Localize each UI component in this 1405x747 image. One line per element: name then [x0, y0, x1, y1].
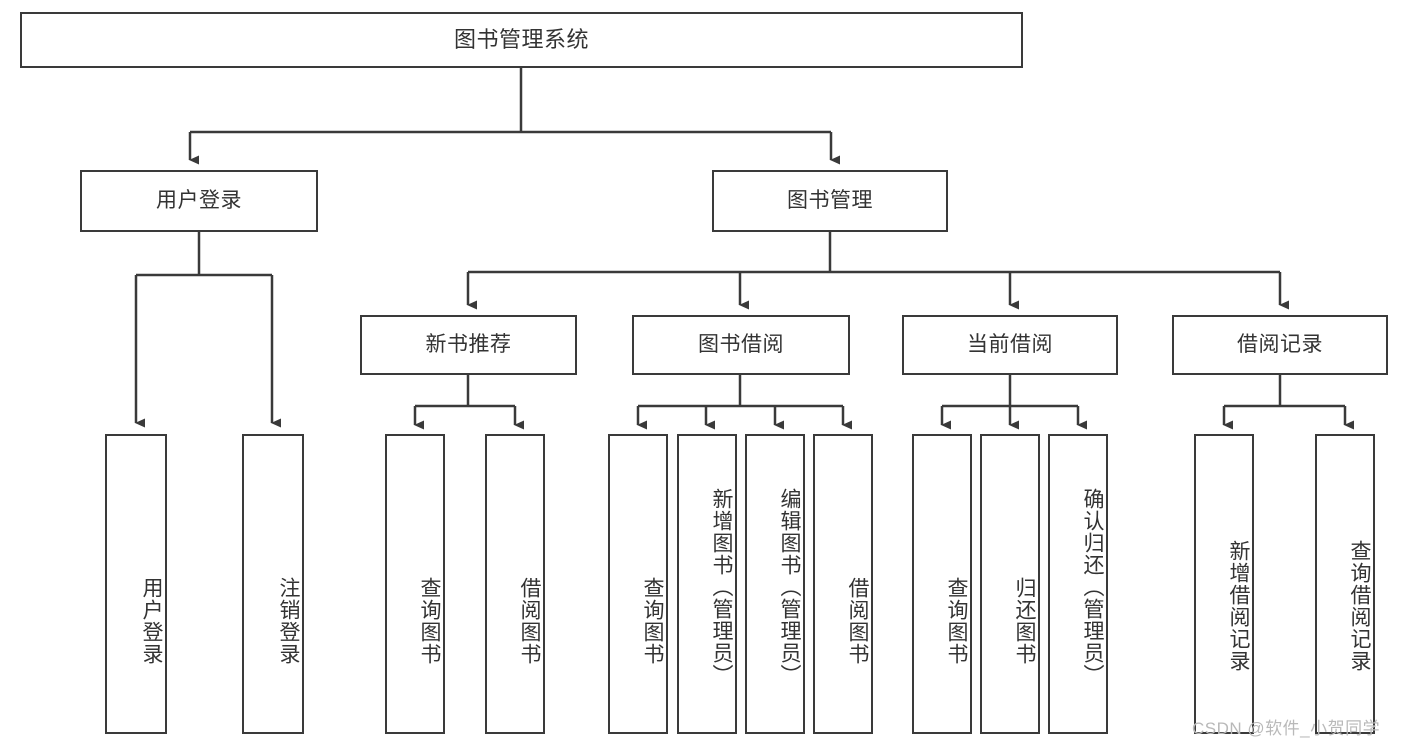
leaf-borrow-book-recommend[interactable]: 借阅图书 — [485, 434, 545, 734]
node-label: 借阅记录 — [1237, 333, 1323, 357]
node-book-borrow[interactable]: 图书借阅 — [632, 315, 850, 375]
leaf-query-book-borrow[interactable]: 查询图书 — [608, 434, 668, 734]
leaf-logout-login[interactable]: 注销登录 — [242, 434, 304, 734]
node-label: 用户登录 — [140, 577, 163, 665]
leaf-return-book[interactable]: 归还图书 — [980, 434, 1040, 734]
leaf-edit-book-admin[interactable]: 编辑图书（管理员） — [745, 434, 805, 734]
node-label: 图书管理 — [787, 189, 873, 213]
leaf-confirm-return-admin[interactable]: 确认归还（管理员） — [1048, 434, 1108, 734]
node-label: 用户登录 — [156, 189, 242, 213]
leaf-add-borrow-record[interactable]: 新增借阅记录 — [1194, 434, 1254, 734]
node-label: 查询图书 — [945, 577, 968, 665]
node-label: 当前借阅 — [967, 333, 1053, 357]
node-label: 新增借阅记录 — [1227, 540, 1250, 672]
csdn-watermark: CSDN @软件_小贺同学 — [1192, 719, 1381, 738]
node-borrow-record[interactable]: 借阅记录 — [1172, 315, 1388, 375]
node-label: 确认归还（管理员） — [1081, 488, 1104, 686]
node-label: 查询图书 — [641, 577, 664, 665]
leaf-user-login[interactable]: 用户登录 — [105, 434, 167, 734]
node-label: 归还图书 — [1013, 577, 1036, 665]
leaf-query-borrow-record[interactable]: 查询借阅记录 — [1315, 434, 1375, 734]
node-root-book-management-system[interactable]: 图书管理系统 — [20, 12, 1023, 68]
node-label: 新书推荐 — [425, 333, 512, 357]
leaf-borrow-book-borrow[interactable]: 借阅图书 — [813, 434, 873, 734]
node-label: 借阅图书 — [846, 577, 869, 665]
leaf-query-book-recommend[interactable]: 查询图书 — [385, 434, 445, 734]
leaf-query-book-current[interactable]: 查询图书 — [912, 434, 972, 734]
node-label: 查询图书 — [418, 577, 441, 665]
node-label: 编辑图书（管理员） — [778, 488, 801, 686]
leaf-add-book-admin[interactable]: 新增图书（管理员） — [677, 434, 737, 734]
node-book-management[interactable]: 图书管理 — [712, 170, 948, 232]
node-label: 新增图书（管理员） — [710, 488, 733, 686]
node-new-book-recommend[interactable]: 新书推荐 — [360, 315, 577, 375]
node-label: 借阅图书 — [518, 577, 541, 665]
node-label: 图书借阅 — [698, 333, 784, 357]
node-label: 图书管理系统 — [453, 26, 589, 52]
node-user-login[interactable]: 用户登录 — [80, 170, 318, 232]
node-current-borrow[interactable]: 当前借阅 — [902, 315, 1118, 375]
node-label: 查询借阅记录 — [1348, 540, 1371, 672]
node-label: 注销登录 — [277, 577, 300, 665]
